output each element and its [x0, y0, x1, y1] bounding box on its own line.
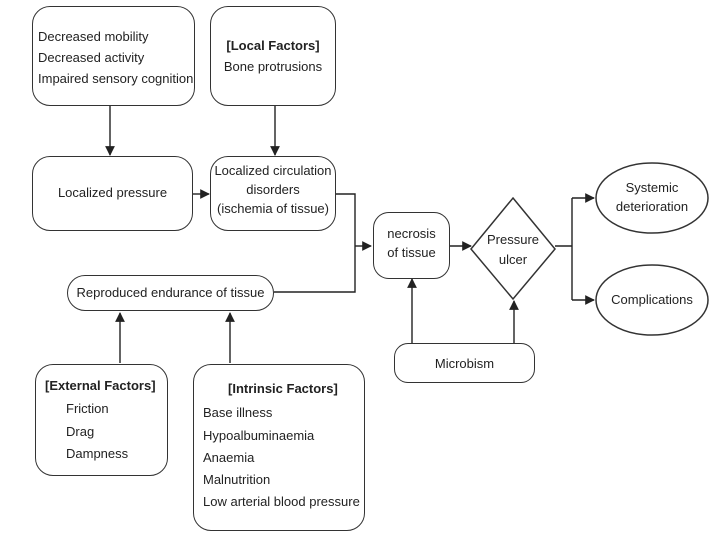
systemic-deterioration-ellipse — [595, 162, 709, 234]
localized-pressure-label: Localized pressure — [57, 185, 168, 200]
external-factors-box: [External Factors] Friction Drag Dampnes… — [35, 364, 168, 476]
circulation-line-1: Localized circulation — [214, 163, 332, 178]
complications-label: Complications — [611, 292, 693, 307]
local-factors-title: [Local Factors] — [226, 38, 320, 53]
localized-pressure-box: Localized pressure — [32, 156, 193, 231]
local-factors-line-1: Bone protrusions — [223, 59, 323, 74]
endurance-box: Reproduced endurance of tissue — [67, 275, 274, 311]
pressure-ulcer-diamond — [470, 196, 556, 301]
external-line-1: Friction — [66, 401, 109, 416]
circulation-line-3: (ischemia of tissue) — [217, 201, 329, 216]
intrinsic-line-1: Base illness — [203, 405, 273, 420]
mobility-line-2: Decreased activity — [38, 50, 145, 65]
systemic-line-2: deterioration — [615, 199, 689, 214]
intrinsic-line-4: Malnutrition — [203, 472, 271, 487]
external-line-2: Drag — [66, 424, 95, 439]
local-factors-box: [Local Factors] Bone protrusions — [210, 6, 336, 106]
microbism-label: Microbism — [434, 356, 495, 371]
connector-circulation-endurance-merge — [274, 193, 356, 293]
necrosis-line-2: of tissue — [387, 245, 436, 260]
endurance-label: Reproduced endurance of tissue — [76, 285, 265, 300]
necrosis-box: necrosis of tissue — [373, 212, 450, 279]
complications-ellipse — [595, 264, 709, 336]
systemic-line-1: Systemic — [625, 180, 679, 195]
external-line-3: Dampness — [66, 446, 129, 461]
ulcer-line-2: ulcer — [498, 252, 528, 267]
mobility-line-1: Decreased mobility — [38, 29, 149, 44]
intrinsic-factors-box: [Intrinsic Factors] Base illness Hypoalb… — [193, 364, 365, 531]
ulcer-line-1: Pressure — [486, 232, 540, 247]
mobility-line-3: Impaired sensory cognition — [38, 71, 194, 86]
necrosis-line-1: necrosis — [387, 226, 436, 241]
microbism-box: Microbism — [394, 343, 535, 383]
intrinsic-factors-title: [Intrinsic Factors] — [228, 381, 338, 396]
external-factors-title: [External Factors] — [45, 378, 156, 393]
mobility-factors-box: Decreased mobility Decreased activity Im… — [32, 6, 195, 106]
circulation-disorders-box: Localized circulation disorders (ischemi… — [210, 156, 336, 231]
intrinsic-line-2: Hypoalbuminaemia — [203, 428, 315, 443]
intrinsic-line-3: Anaemia — [203, 450, 255, 465]
circulation-line-2: disorders — [246, 182, 300, 197]
intrinsic-line-5: Low arterial blood pressure — [203, 494, 360, 509]
